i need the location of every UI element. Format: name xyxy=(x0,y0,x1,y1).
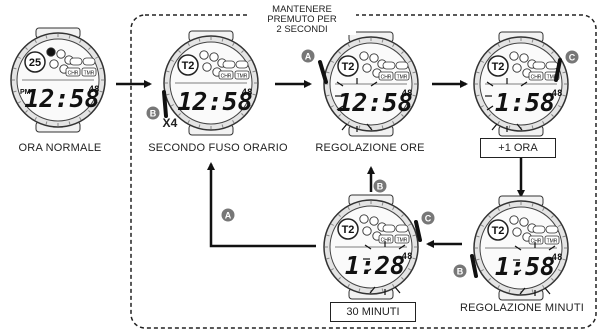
chr-label: CHR xyxy=(531,239,542,245)
watch-top-indicator: T2 xyxy=(342,224,355,236)
button-press-mark xyxy=(164,92,166,116)
hold-note: MANTENERE PREMUTO PER 2 SECONDI xyxy=(248,5,356,35)
watch-seconds: 48 xyxy=(552,253,563,263)
caption-hour-setting: REGOLAZIONE ORE xyxy=(305,142,435,154)
chr-label: CHR xyxy=(68,71,79,77)
chr-label: CHR xyxy=(381,75,392,81)
watch-top-indicator: T2 xyxy=(492,225,505,237)
button-badge-letter: B xyxy=(457,267,464,277)
watch-top-indicator: 25 xyxy=(29,57,41,69)
button-badge-letter: B xyxy=(150,109,157,119)
watch-seconds: 48 xyxy=(552,89,563,99)
tmr-label: TMR xyxy=(397,75,408,81)
tmr-label: TMR xyxy=(547,239,558,245)
watch-top-indicator: T2 xyxy=(182,60,195,72)
caption-minute-setting: REGOLAZIONE MINUTI xyxy=(452,302,592,314)
watch-top-indicator: T2 xyxy=(492,61,505,73)
chr-label: CHR xyxy=(381,238,392,244)
watch-seconds: 48 xyxy=(402,252,413,262)
watch-top-indicator: T2 xyxy=(342,61,355,73)
watch-time: 1:58 xyxy=(495,252,555,281)
tmr-label: TMR xyxy=(397,238,408,244)
caption-plus-one-hour: +1 ORA xyxy=(480,138,556,158)
watch-time: 1:58 xyxy=(495,88,555,117)
hold-note-line3: 2 SECONDI xyxy=(252,25,352,35)
button-badge-letter: A xyxy=(225,211,232,221)
watch-seconds: 48 xyxy=(89,85,100,95)
button-badge-letter: C xyxy=(425,214,432,224)
caption-second-timezone: SECONDO FUSO ORARIO xyxy=(143,142,293,154)
button-badge-letter: C xyxy=(569,53,576,63)
tmr-label: TMR xyxy=(237,74,248,80)
watch-time: 1:28 xyxy=(345,251,405,280)
watch-seconds: 48 xyxy=(402,89,413,99)
press-count: X4 xyxy=(158,116,182,130)
tmr-label: TMR xyxy=(84,71,95,77)
chr-label: CHR xyxy=(531,75,542,81)
chr-label: CHR xyxy=(221,74,232,80)
watch-seconds: 48 xyxy=(242,88,253,98)
button-badge-letter: B xyxy=(377,182,384,192)
arrow-thirty-to-second xyxy=(211,164,316,246)
button-badge-letter: A xyxy=(305,52,312,62)
caption-thirty-minutes: 30 MINUTI xyxy=(330,302,416,322)
caption-normal-time: ORA NORMALE xyxy=(10,142,110,154)
